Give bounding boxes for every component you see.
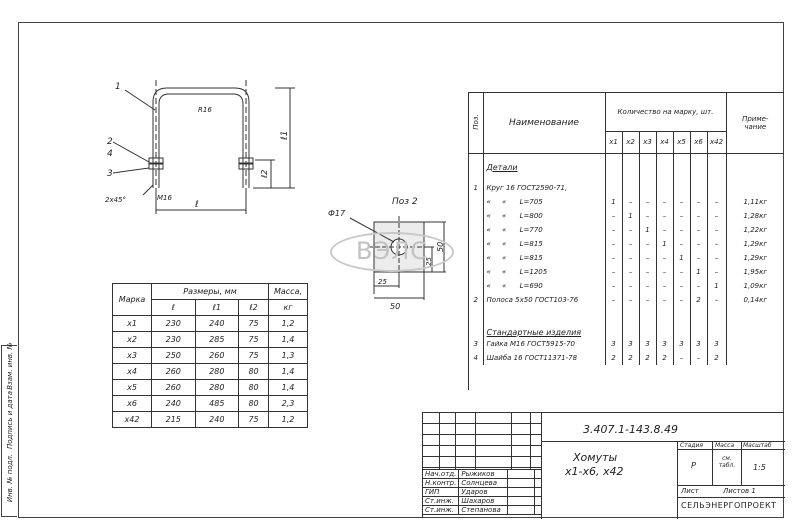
scale-value: 1:5 [753, 463, 766, 472]
callout-1: 1 [115, 82, 121, 92]
org-name: СЕЛЬЭНЕРГОПРОЕКТ [681, 501, 777, 510]
title-block: 3.407.1-143.8.49 Нач.отд.Рыжиков Н.контр… [421, 412, 785, 519]
dims-header-l: ℓ [151, 299, 196, 316]
dims-header-l1: ℓ1 [194, 299, 240, 316]
spec-col-x5: x5 [672, 131, 690, 154]
revision-grid [423, 413, 541, 469]
table-row: « « L=800 –1–––––1,28кг [469, 209, 785, 223]
table-row: Нач.отд.Рыжиков [421, 469, 542, 479]
spec-col-x4: x4 [655, 131, 673, 154]
dims-header-marka: Марка [112, 283, 152, 316]
callout-4: 4 [107, 149, 113, 159]
doc-name: Хомуты [573, 451, 618, 464]
spec-col-x3: x3 [638, 131, 656, 154]
spec-col-x2: x2 [621, 131, 639, 154]
side-stamp-1: Инв. № подл. [6, 453, 14, 503]
dim-l1-label: ℓ1 [280, 131, 290, 141]
dim-l-label: ℓ [194, 200, 199, 210]
table-row: « « L=815 ––––1––1,29кг [469, 251, 785, 265]
spec-col-x6: x6 [689, 131, 707, 154]
doc-code: 3.407.1-143.8.49 [583, 423, 678, 436]
table-row: « « L=1205 –––––1–1,95кг [469, 265, 785, 279]
watermark: ВЭЛС [330, 232, 454, 272]
doc-name-marks: x1-x6, x42 [565, 465, 624, 478]
section-details: Детали [482, 153, 605, 181]
spec-col-x42: x42 [706, 131, 727, 154]
stage-value: Р [691, 461, 696, 470]
chamfer-label: 2x45° [105, 196, 126, 204]
table-row: Ст.инж.Степанова [421, 505, 542, 515]
spec-header-poz: Поз. [469, 93, 483, 154]
spec-header-qty: Количество на марку, шт. [604, 93, 727, 132]
sheets-label: Листов 1 [723, 487, 756, 495]
dims-header-massa: Масса, [268, 283, 308, 300]
spec-header-name: Наименование [482, 93, 605, 154]
table-row: « « L=770 ––1––––1,22кг [469, 223, 785, 237]
spec-header-note: Приме-чание [725, 93, 785, 154]
specification-table: Поз. Наименование Количество на марку, ш… [468, 92, 785, 390]
plate-dim-25-h: 25 [378, 278, 387, 286]
mass-value: см. табл. [718, 455, 736, 469]
scale-header: Масштаб [743, 442, 772, 449]
dims-header-kg: кг [268, 299, 308, 316]
mass-header: Масса [715, 442, 735, 449]
table-row: « « L=705 1––––––1,11кг [469, 195, 785, 209]
plate-dim-50-h: 50 [390, 302, 400, 310]
table-row: « « L=815 –––1–––1,29кг [469, 237, 785, 251]
dims-header-l2: ℓ2 [238, 299, 269, 316]
thread-label: M16 [157, 194, 172, 202]
table-row: Ст.инж.Шахаров [421, 496, 542, 506]
table-row: Н.контр.Солнцева [421, 478, 542, 488]
side-stamp-3: Взам. инв. № [6, 342, 14, 390]
side-stamp-strip: Инв. № подл. Подпись и дата Взам. инв. № [1, 342, 17, 517]
u-bolt-drawing: 1 2 4 3 R16 2x45° M16 ℓ ℓ1 ℓ2 [105, 80, 295, 214]
callout-2: 2 [107, 137, 113, 147]
plate-hole-label: Ф17 [328, 209, 346, 218]
bend-radius-label: R16 [198, 106, 212, 114]
stage-header: Стадия [680, 442, 704, 449]
dim-l2-label: ℓ2 [260, 170, 269, 179]
section-standard: Стандартные изделия [482, 307, 605, 337]
sheet-label: Лист [681, 487, 699, 495]
callout-3: 3 [107, 169, 113, 179]
plate-title: Поз 2 [392, 197, 418, 207]
dims-header-sizes: Размеры, мм [151, 283, 269, 300]
spec-col-x1: x1 [604, 131, 622, 154]
